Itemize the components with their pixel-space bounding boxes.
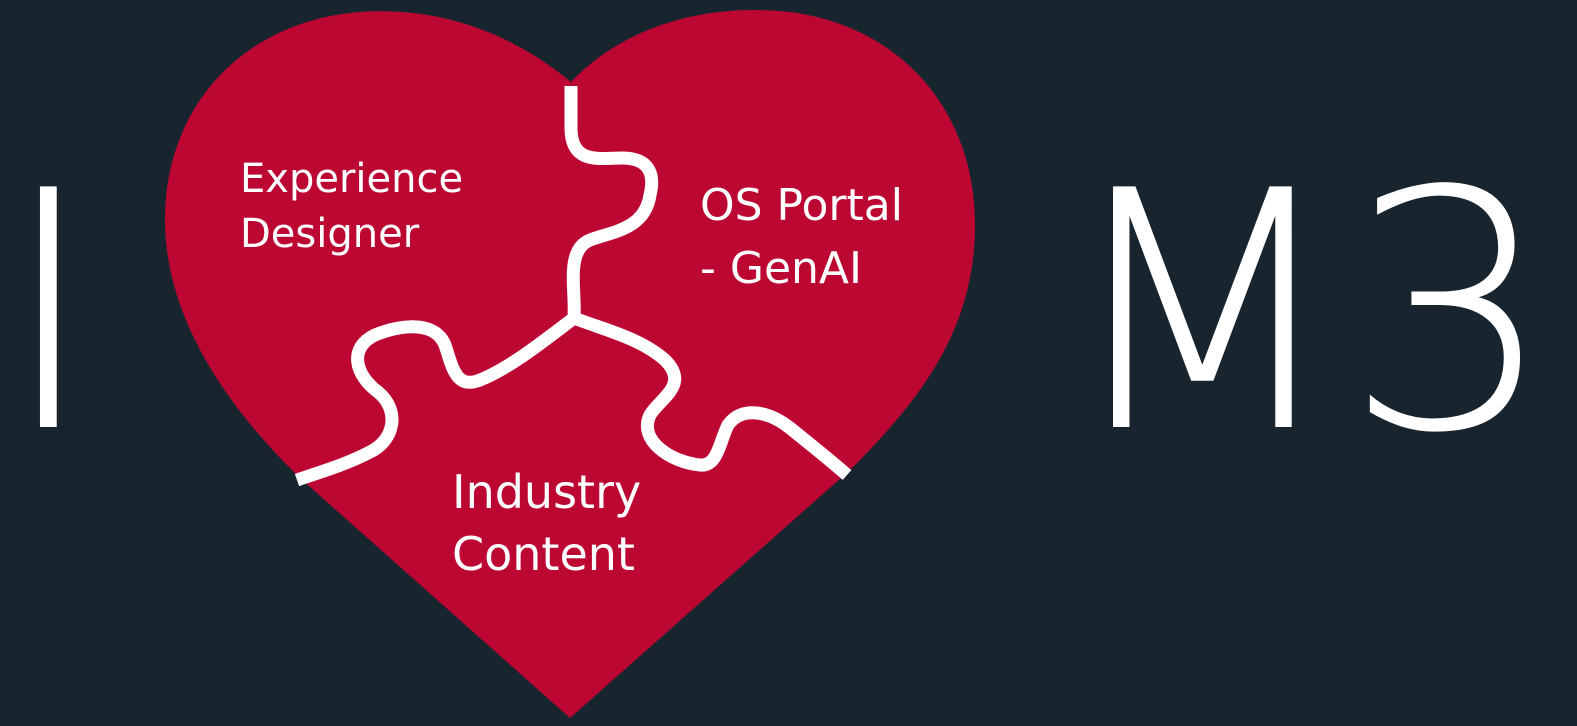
seam-left — [294, 312, 578, 487]
piece-label-osportal-line2: - GenAI — [700, 243, 862, 294]
slogan-right-word: M3 — [1060, 121, 1555, 505]
piece-label-industry-line1: Industry — [452, 465, 641, 519]
piece-label-osportal-line1: OS Portal — [700, 180, 903, 231]
seam-right — [571, 311, 852, 480]
piece-label-industry-line2: Content — [452, 527, 635, 581]
heart-shape — [165, 9, 975, 718]
piece-label-experience-line2: Designer — [240, 211, 420, 257]
slogan-left-word: I — [0, 121, 98, 505]
puzzle-seams — [294, 86, 852, 487]
piece-label-experience-line1: Experience — [240, 156, 463, 202]
seam-top — [564, 86, 659, 319]
